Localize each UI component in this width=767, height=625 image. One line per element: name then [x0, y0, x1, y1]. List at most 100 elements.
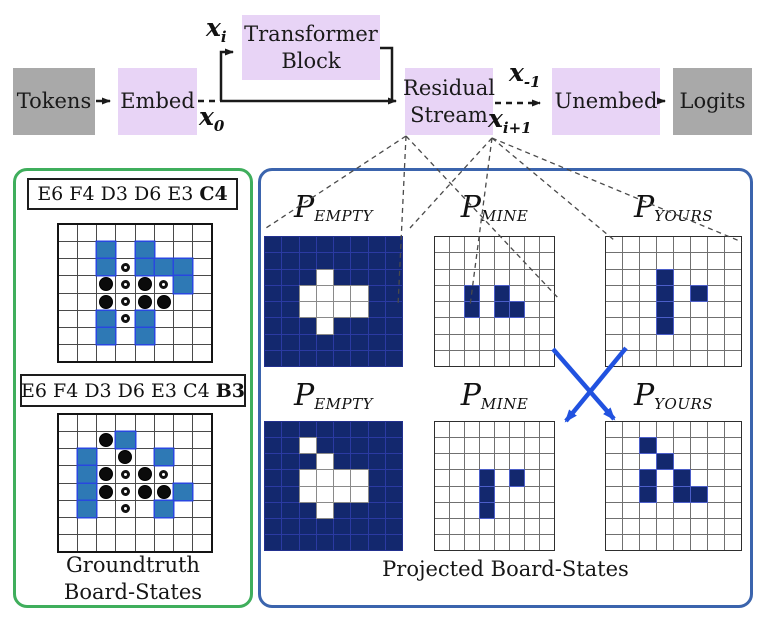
board-cell: [606, 318, 622, 334]
board-cell: [351, 438, 368, 454]
board-cell: [385, 350, 402, 366]
board-cell: [173, 344, 192, 361]
board-cell: [606, 518, 622, 534]
board-cell: [640, 269, 656, 285]
board-cell: [154, 415, 173, 432]
board-cell: [334, 438, 351, 454]
board-cell: [192, 225, 211, 242]
board-cell: [135, 327, 154, 344]
board-cell: [691, 350, 707, 366]
board-cell: [510, 422, 524, 438]
board-cell: [525, 350, 539, 366]
board-cell: [674, 502, 690, 518]
board-cell: [368, 486, 385, 502]
board-cell: [525, 502, 539, 518]
board-cell: [657, 302, 673, 318]
white-disc: [120, 487, 130, 497]
board-cell: [674, 285, 690, 301]
board-cell: [450, 454, 464, 470]
board-cell: [173, 500, 192, 517]
board-cell: [674, 438, 690, 454]
board-cell: [97, 432, 116, 449]
board-cell: [116, 534, 135, 551]
board-cell: [97, 483, 116, 500]
board-cell: [368, 438, 385, 454]
board-cell: [435, 237, 449, 253]
board-cell: [97, 276, 116, 293]
board-cell: [78, 483, 97, 500]
board-cell: [135, 449, 154, 466]
board-cell: [78, 225, 97, 242]
board-cell: [510, 302, 524, 318]
transformer-output-elbow: [380, 46, 394, 100]
board-cell: [640, 422, 656, 438]
board-cell: [173, 432, 192, 449]
board-cell: [510, 318, 524, 334]
board-cell: [674, 334, 690, 350]
board-cell: [640, 318, 656, 334]
board-cell: [351, 318, 368, 334]
board-cell: [173, 293, 192, 310]
black-disc: [156, 294, 171, 309]
board-cell: [674, 318, 690, 334]
board-cell: [657, 422, 673, 438]
board-cell: [708, 350, 724, 366]
board-cell: [78, 310, 97, 327]
board-cell: [450, 269, 464, 285]
board-cell: [465, 302, 479, 318]
board-cell: [674, 350, 690, 366]
board-cell: [59, 344, 78, 361]
board-cell: [623, 534, 639, 550]
board-cell: [385, 438, 402, 454]
white-disc: [120, 504, 130, 514]
board-cell: [59, 327, 78, 344]
board-cell: [116, 276, 135, 293]
board-cell: [640, 237, 656, 253]
board-cell: [525, 318, 539, 334]
board-cell: [316, 350, 333, 366]
board-cell: [657, 253, 673, 269]
board-cell: [465, 454, 479, 470]
black-disc: [99, 277, 114, 292]
board-cell: [282, 518, 299, 534]
board-cell: [135, 466, 154, 483]
board-cell: [316, 486, 333, 502]
groundtruth-board-1: [57, 223, 213, 363]
board-cell: [192, 449, 211, 466]
unembed-box: Unembed: [552, 68, 660, 135]
board-cell: [59, 500, 78, 517]
board-cell: [623, 502, 639, 518]
board-cell: [623, 422, 639, 438]
board-cell: [351, 237, 368, 253]
p-empty-label-bottom: PEMPTY: [294, 378, 373, 413]
board-cell: [368, 253, 385, 269]
board-cell: [282, 422, 299, 438]
board-cell: [674, 269, 690, 285]
board-cell: [480, 486, 494, 502]
board-cell: [540, 518, 554, 534]
board-cell: [351, 334, 368, 350]
board-cell: [606, 502, 622, 518]
board-cell: [135, 344, 154, 361]
board-cell: [640, 518, 656, 534]
board-cell: [282, 318, 299, 334]
board-cell: [435, 518, 449, 534]
board-cell: [78, 344, 97, 361]
black-disc: [137, 294, 152, 309]
board-cell: [154, 432, 173, 449]
board-cell: [435, 486, 449, 502]
board-cell: [299, 334, 316, 350]
board-cell: [525, 518, 539, 534]
board-cell: [480, 422, 494, 438]
board-cell: [708, 486, 724, 502]
board-cell: [59, 466, 78, 483]
board-cell: [316, 318, 333, 334]
board-cell: [265, 502, 282, 518]
board-cell: [385, 454, 402, 470]
board-cell: [525, 422, 539, 438]
board-cell: [282, 438, 299, 454]
board-cell: [368, 334, 385, 350]
board-cell: [435, 422, 449, 438]
board-cell: [59, 225, 78, 242]
board-cell: [282, 253, 299, 269]
